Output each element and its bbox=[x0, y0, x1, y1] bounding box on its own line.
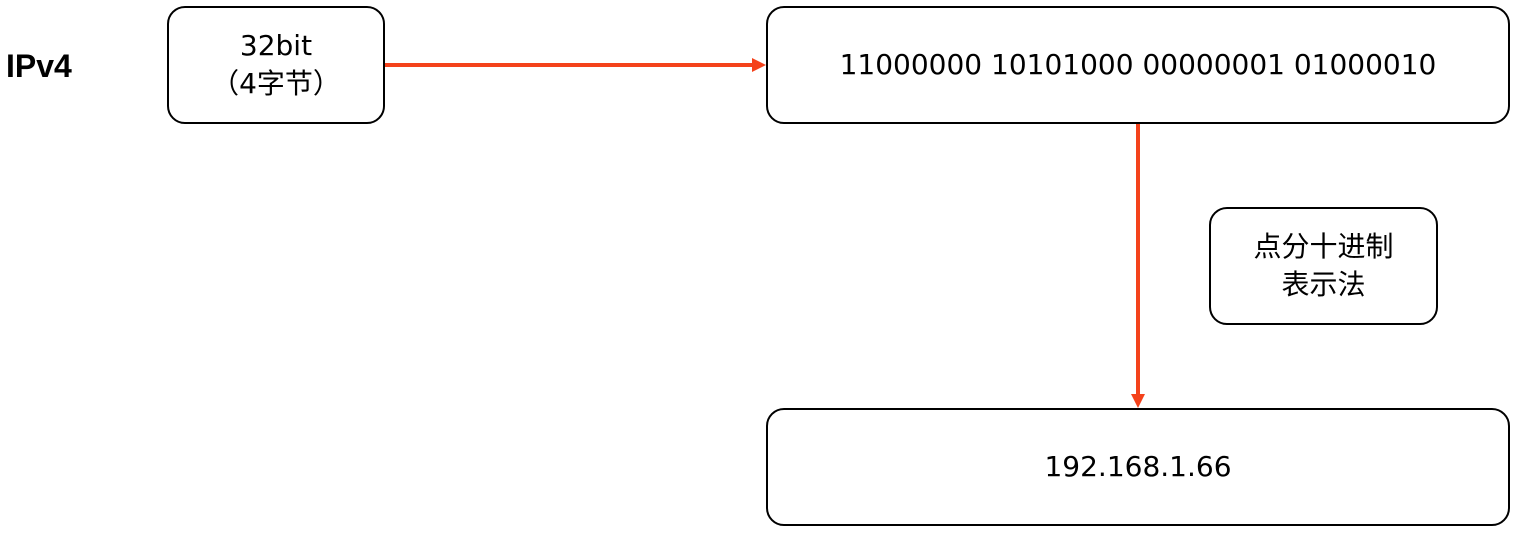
byte-length-label: （4字节） bbox=[211, 67, 341, 100]
bit-length-label: 32bit bbox=[239, 29, 313, 62]
binary-address-box: 11000000 10101000 00000001 01000010 bbox=[766, 6, 1510, 124]
arrowhead-right bbox=[752, 58, 766, 72]
notation-method-box: 点分十进制 表示法 bbox=[1209, 207, 1438, 325]
arrowhead-down bbox=[1131, 394, 1145, 408]
diagram-title: IPv4 bbox=[6, 48, 72, 84]
dotted-decimal-text: 192.168.1.66 bbox=[1044, 450, 1232, 483]
notation-method-line1: 点分十进制 bbox=[1253, 230, 1394, 263]
binary-address-text: 11000000 10101000 00000001 01000010 bbox=[839, 48, 1437, 81]
bit-length-box: 32bit （4字节） bbox=[167, 6, 385, 124]
notation-method-line2: 表示法 bbox=[1281, 268, 1366, 301]
dotted-decimal-box: 192.168.1.66 bbox=[766, 408, 1510, 526]
